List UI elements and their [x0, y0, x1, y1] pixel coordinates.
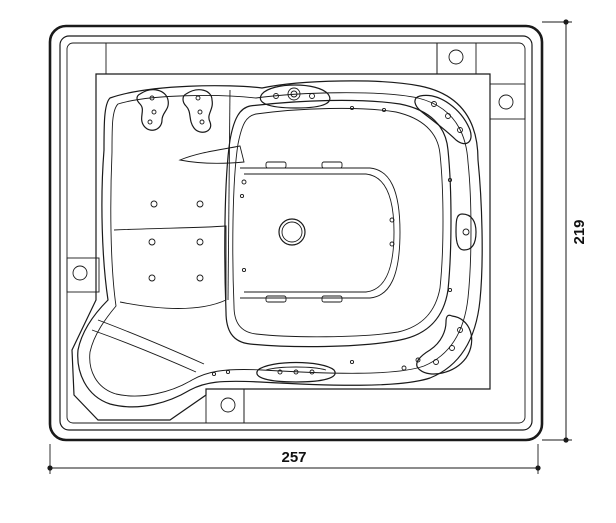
height-dimension: 219	[542, 19, 588, 443]
tub-deck-outline	[71, 73, 491, 421]
drain-plug-left	[72, 265, 88, 281]
corner-block-left	[66, 257, 100, 293]
drain-plug-top-right	[448, 49, 464, 65]
jet	[196, 238, 204, 246]
jet-panel-right	[455, 213, 477, 251]
height-label: 219	[571, 219, 588, 244]
footwell-inner	[232, 107, 444, 338]
jet	[148, 238, 156, 246]
basin-inner-contour	[89, 92, 472, 397]
lounge-seat	[113, 225, 227, 309]
width-label: 257	[281, 449, 306, 466]
jet	[148, 274, 156, 282]
bench-step	[240, 167, 401, 299]
jet-panel-top	[259, 84, 331, 109]
jet	[196, 274, 204, 282]
jet-panel-bottom	[256, 361, 336, 383]
jet	[196, 200, 204, 208]
outer-shell	[48, 24, 544, 442]
footwell-outer	[224, 99, 452, 348]
jet	[150, 200, 158, 208]
central-drain	[278, 218, 306, 246]
drain-plug-right	[498, 94, 514, 110]
drain-plug-bottom	[220, 397, 236, 413]
corner-block-right	[489, 83, 526, 120]
headrest-left	[136, 89, 169, 131]
corner-block-top-right	[436, 42, 477, 75]
headrest-right	[182, 89, 213, 133]
basin-outer-contour	[77, 80, 483, 408]
width-dimension: 257	[47, 444, 541, 474]
inner-rim	[59, 35, 533, 431]
corner-seat-top-right	[414, 94, 472, 145]
corner-block-bottom	[205, 388, 245, 424]
corner-seat-bottom-right	[416, 314, 473, 375]
rim-inset	[66, 42, 526, 424]
